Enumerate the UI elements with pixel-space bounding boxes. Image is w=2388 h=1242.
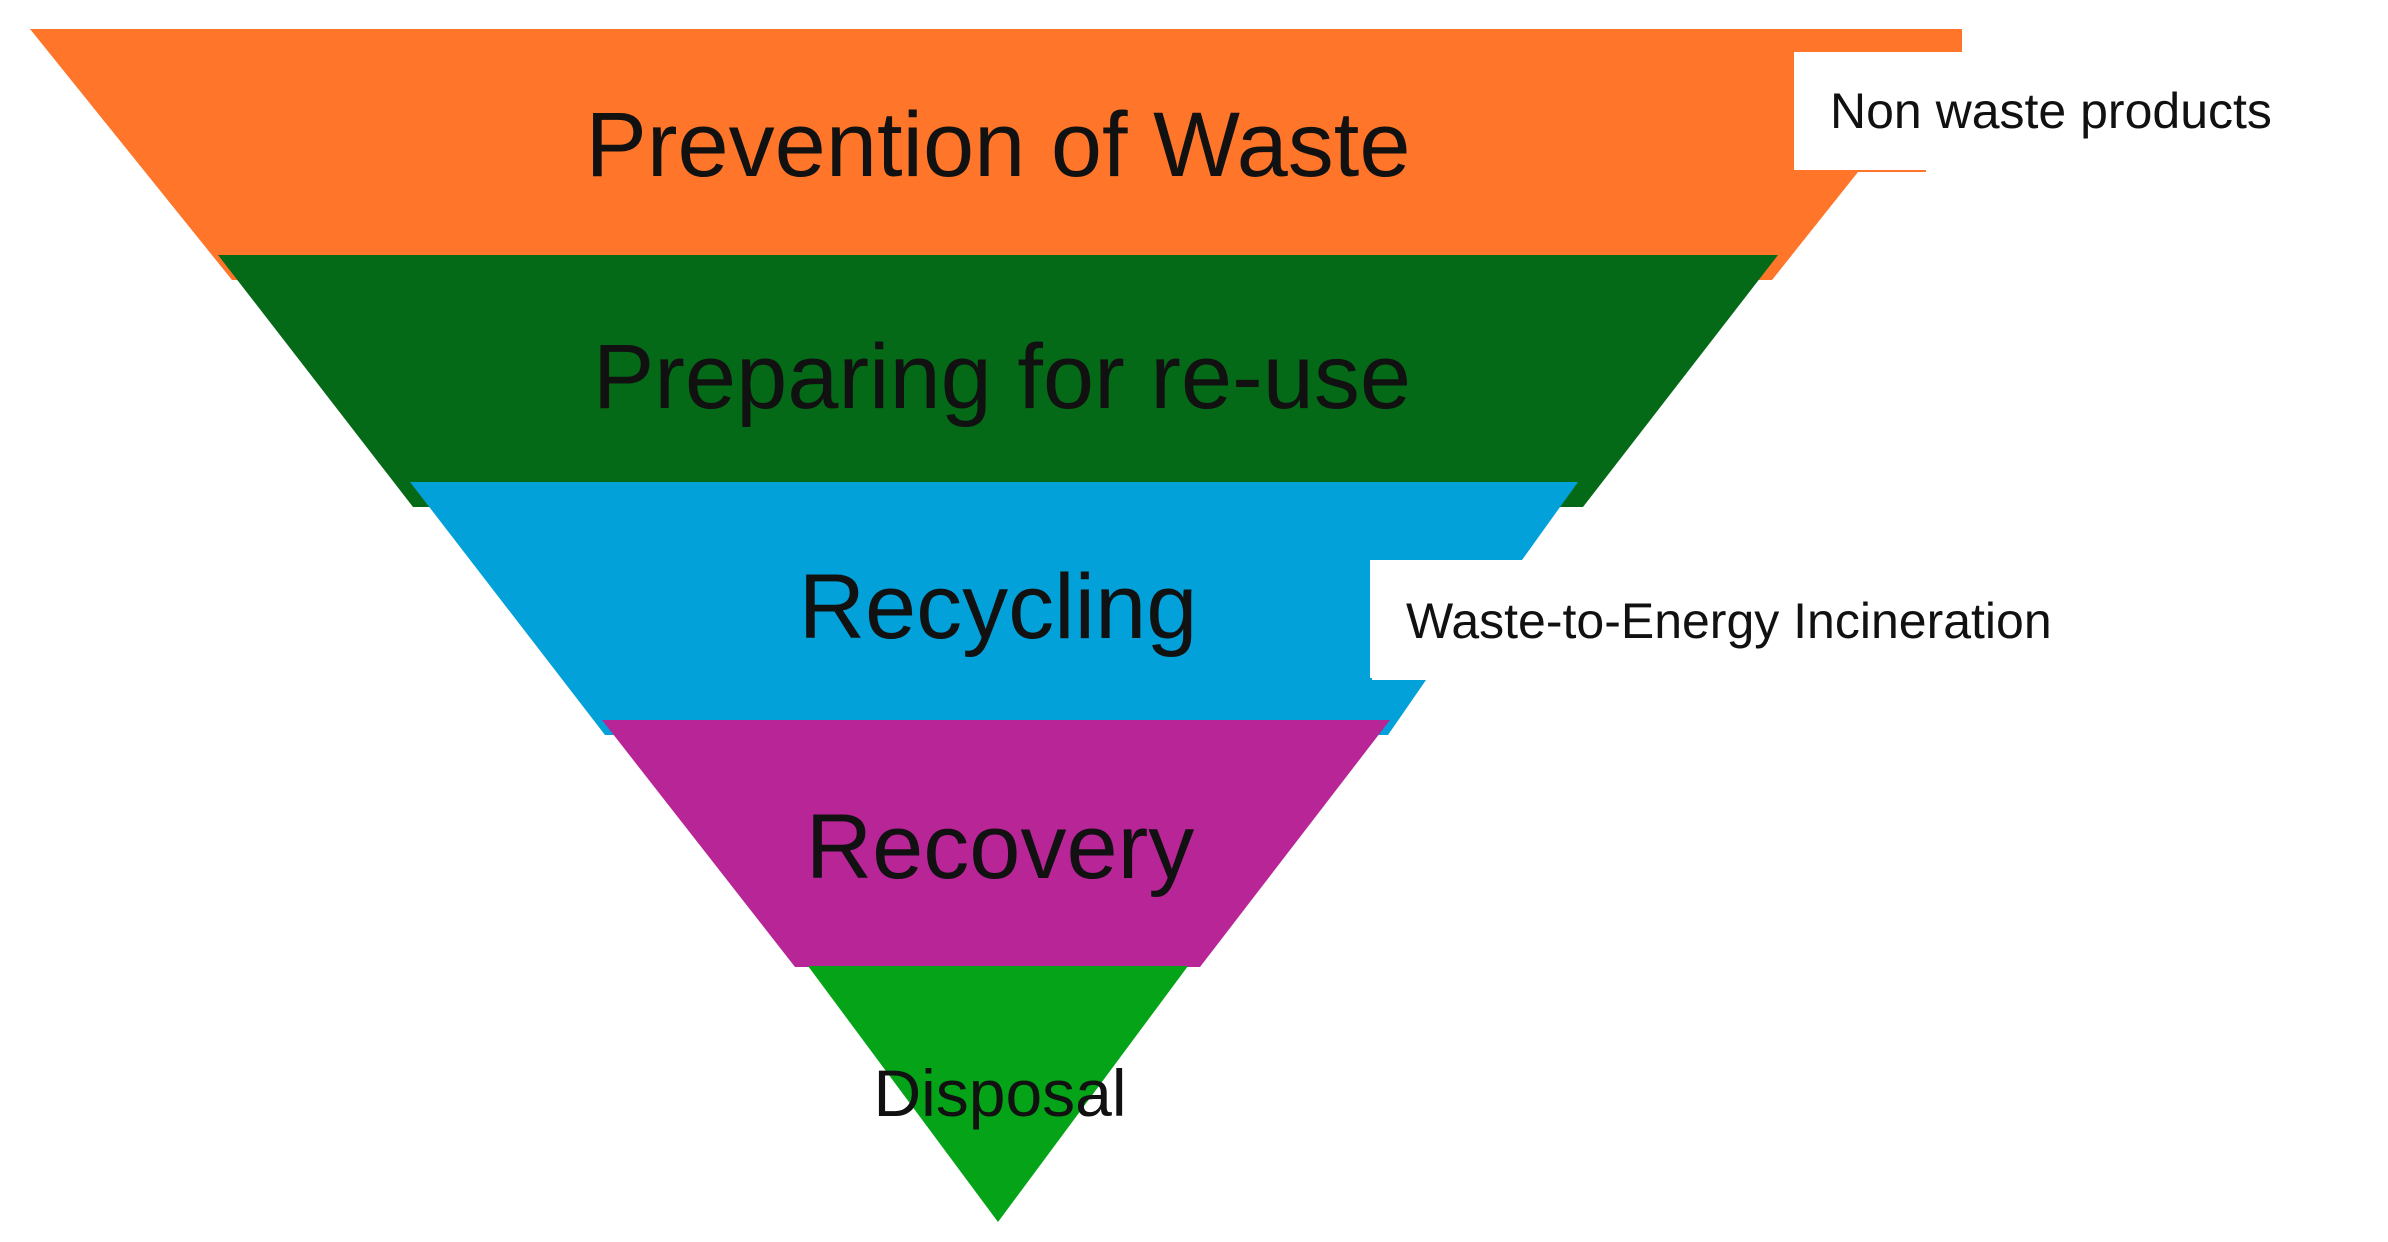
tier-disposal-label: Disposal: [873, 1056, 1126, 1130]
tier-recovery-shape: [602, 720, 1390, 967]
tier-prevention-label: Prevention of Waste: [586, 94, 1411, 196]
tier-recycling-shape: [410, 482, 1578, 735]
tier-reuse-shape: [218, 255, 1778, 507]
side-label-waste-to-energy: Waste-to-Energy Incineration: [1406, 593, 2052, 649]
tier-prevention-shape: [30, 29, 1962, 280]
tier-reuse-label: Preparing for re-use: [593, 326, 1411, 428]
side-box-waste-to-energy: [1370, 560, 2170, 678]
tier-recycling-label: Recycling: [799, 556, 1198, 658]
tier-recovery-label: Recovery: [806, 796, 1195, 898]
side-box-non-waste: [1794, 52, 2374, 170]
side-label-non-waste: Non waste products: [1830, 83, 2272, 139]
tier-disposal-shape: [808, 966, 1188, 1222]
